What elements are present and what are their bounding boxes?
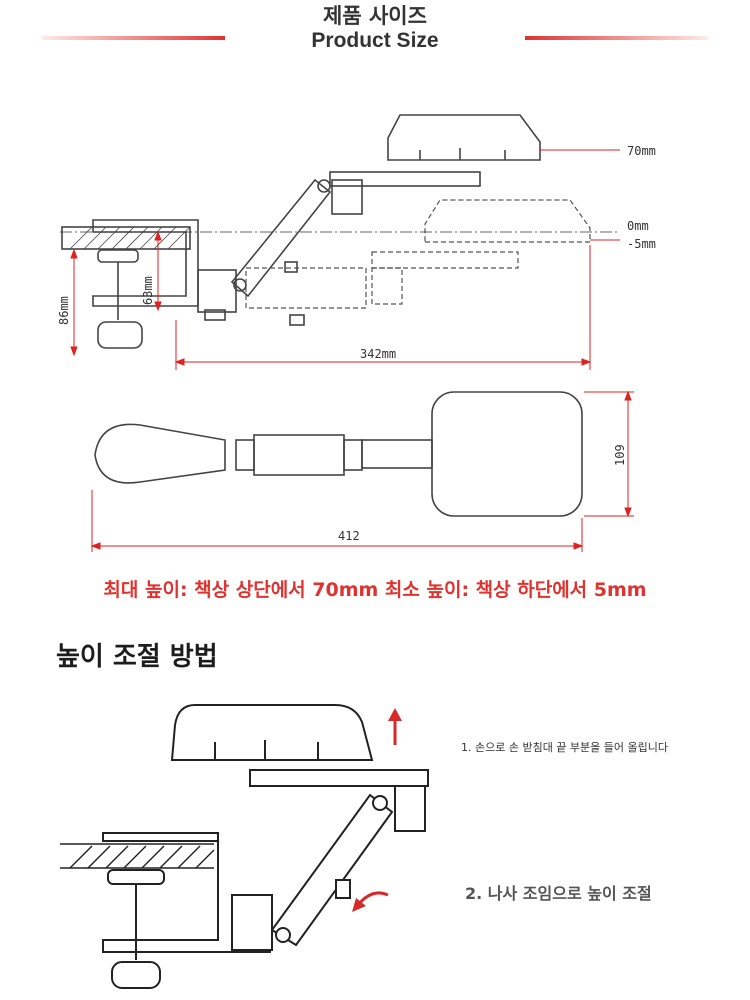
upper-rail: [329, 171, 481, 187]
up-arrow-icon: [388, 708, 402, 745]
adjustment-illustration: [60, 704, 429, 989]
step-2-text: 2. 나사 조임으로 높이 조절: [465, 884, 652, 903]
clamp-knob-top: [97, 249, 139, 263]
armrest-top-view: [431, 391, 583, 517]
header-left-line: [42, 36, 225, 40]
illus-armrest: [170, 704, 374, 761]
rotate-arrow-icon: [352, 891, 389, 912]
illus-clamp-bottom-knob: [111, 961, 161, 989]
illus-clamp-knob: [107, 869, 165, 885]
title-english: Product Size: [311, 29, 439, 52]
illus-arm: [270, 793, 394, 947]
dim-86mm: 86mm: [57, 296, 71, 325]
section-title: 높이 조절 방법: [56, 642, 218, 672]
arm-link: [230, 178, 332, 298]
side-view-drawing: 70mm 0mm -5mm 342mm 63mm 86mm: [57, 114, 656, 370]
illus-rail: [249, 769, 429, 787]
arm-top-view: [253, 434, 345, 476]
height-range-caption: 최대 높이: 책상 상단에서 70mm 최소 높이: 책상 하단에서 5mm: [103, 579, 647, 601]
armrest-top: [387, 114, 541, 161]
clamp-top-view: [94, 423, 226, 484]
clamp-knob-bottom: [97, 321, 143, 349]
header-right-line: [525, 36, 708, 40]
dim-70mm: 70mm: [627, 144, 656, 158]
dim-342mm: 342mm: [360, 347, 396, 361]
title-korean: 제품 사이즈: [323, 4, 427, 28]
step-1-text: 1. 손으로 손 받침대 끝 부분을 들어 올립니다: [461, 741, 669, 754]
dim-minus5mm: -5mm: [627, 237, 656, 251]
dim-63mm: 63mm: [141, 276, 155, 305]
plan-view-drawing: 412 109: [90, 390, 634, 552]
armrest-lower-dashed: [424, 199, 591, 243]
dim-109: 109: [613, 444, 627, 466]
dim-0mm: 0mm: [627, 219, 649, 233]
dim-412: 412: [338, 529, 360, 543]
